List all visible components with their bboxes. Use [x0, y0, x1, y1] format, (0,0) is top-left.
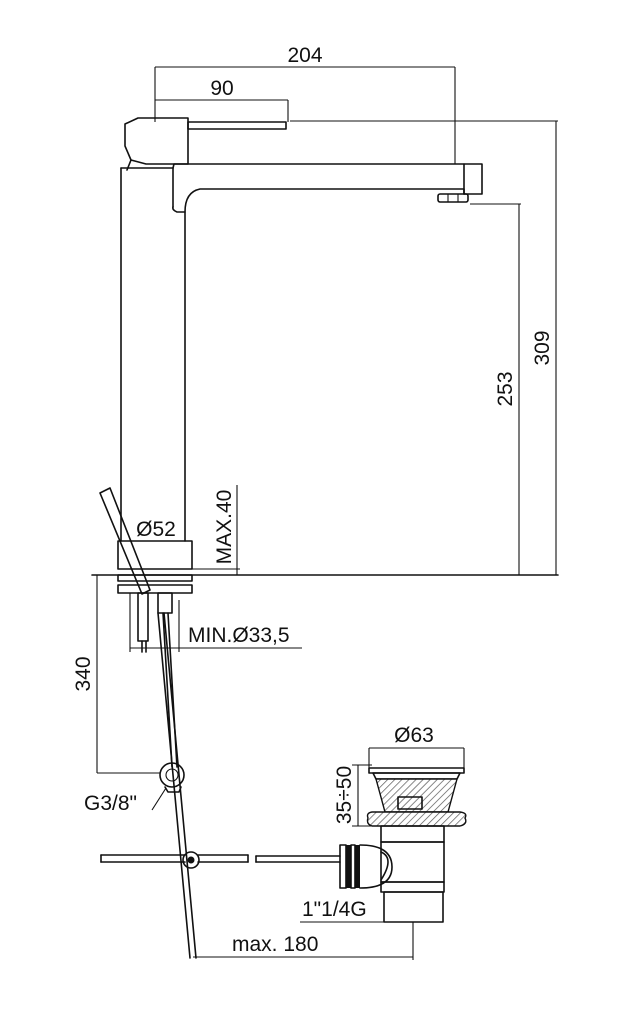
dim-hose-length: 340	[72, 656, 95, 691]
spout-aerator	[437, 193, 469, 203]
waste-upper-body	[380, 825, 445, 843]
dim-max-deck: MAX.40	[213, 490, 236, 565]
waste-flange	[366, 811, 467, 827]
faucet-lever	[124, 117, 189, 165]
dim-body-diameter: Ø52	[136, 518, 176, 541]
waste-ring	[380, 881, 445, 893]
popup-lever	[99, 487, 151, 595]
dim-connection-thread: G3/8"	[84, 792, 137, 815]
waste-side-connector	[359, 844, 393, 889]
dimension-lines	[96, 66, 558, 960]
dim-lever-reach: 90	[210, 77, 233, 100]
lever-tip	[187, 121, 287, 130]
dim-min-hole: MIN.Ø33,5	[188, 624, 290, 647]
fixing-washer-top	[117, 574, 193, 582]
dimension-labels: 204 90 309 253 Ø52 MAX.40 MIN.Ø33,5 340 …	[72, 44, 554, 956]
dim-max-rod: max. 180	[232, 933, 318, 956]
waste-tail	[383, 891, 444, 923]
faucet-body	[120, 167, 186, 542]
dim-spout-height: 253	[494, 371, 517, 406]
pull-rod	[157, 612, 191, 959]
hose-nut	[159, 762, 185, 788]
faucet-body-top	[120, 167, 174, 208]
faucet-spout	[172, 163, 483, 213]
connector-gasket-1	[346, 845, 351, 888]
waste-body-hatched	[375, 778, 458, 813]
faucet-base	[117, 540, 193, 570]
dim-total-height: 309	[531, 330, 554, 365]
fixing-washer	[117, 584, 193, 594]
dim-total-reach: 204	[287, 44, 322, 67]
waste-assembly	[339, 767, 467, 923]
dim-waste-diameter: Ø63	[394, 724, 434, 747]
threaded-rod-1	[137, 592, 149, 642]
rod-clamp	[182, 851, 200, 869]
threaded-rod-2	[157, 592, 173, 614]
faucet	[91, 117, 559, 959]
connector-gasket-2	[355, 845, 360, 888]
dim-waste-height: 35÷50	[333, 766, 356, 824]
dim-waste-thread: 1"1/4G	[302, 898, 367, 921]
